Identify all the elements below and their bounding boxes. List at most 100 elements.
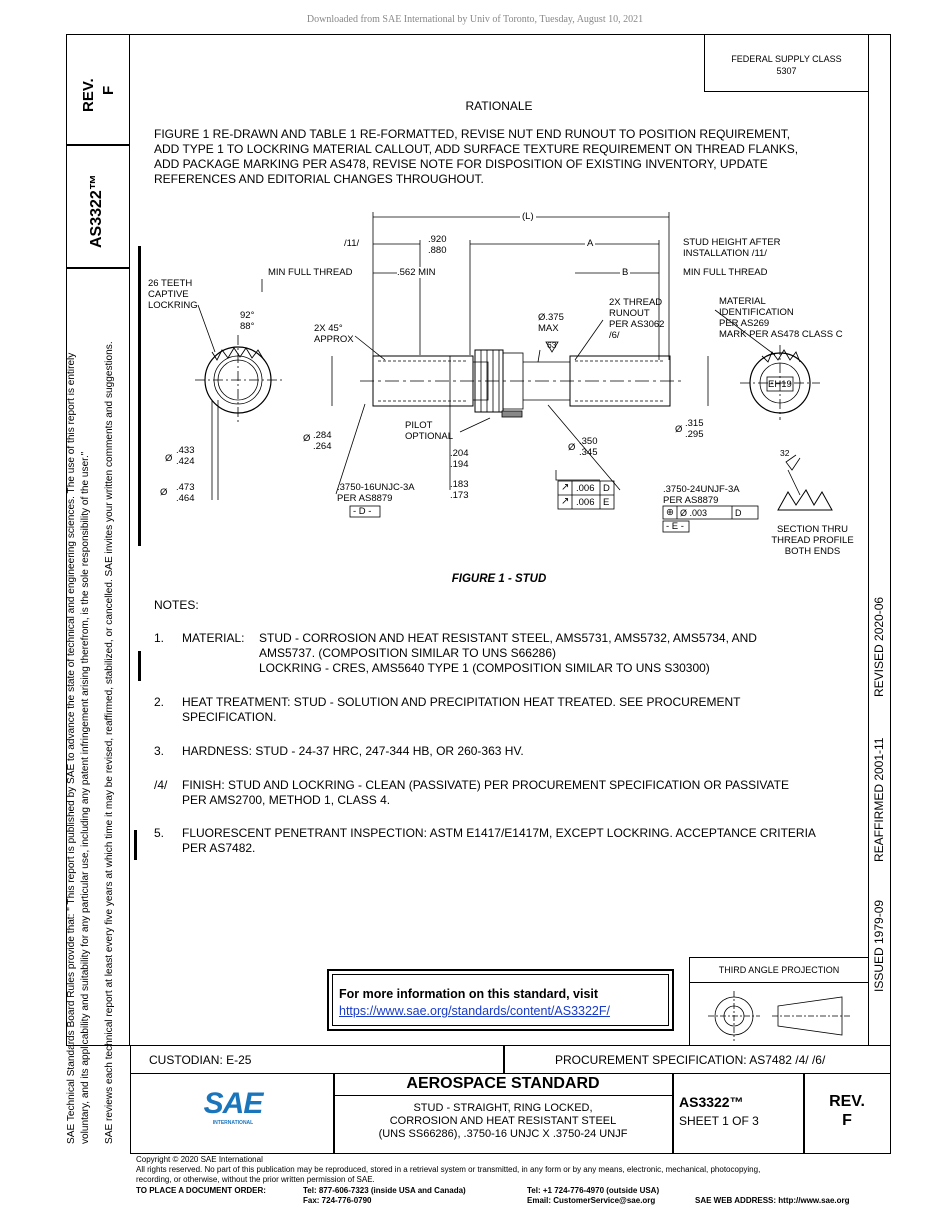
doc-number: AS3322™ [679, 1094, 744, 1110]
note5-line2: PER AS7482. [182, 841, 256, 855]
datum-E: - E - [666, 521, 684, 532]
note5-line1: FLUORESCENT PENETRANT INSPECTION: ASTM E… [182, 826, 816, 840]
dia-350-345: .350.345 [579, 436, 598, 458]
rights-line1: All rights reserved. No part of this pub… [136, 1165, 761, 1174]
rationale-line4: REFERENCES AND EDITORIAL CHANGES THROUGH… [154, 172, 484, 186]
rationale-line2: ADD TYPE 1 TO LOCKRING MATERIAL CALLOUT,… [154, 142, 799, 156]
angle-92: 92° [240, 310, 255, 321]
note1-num: 1. [154, 631, 165, 645]
note3-num: 3. [154, 744, 165, 758]
notes-header: NOTES: [154, 598, 199, 612]
runout-arrow-1: ↗ [561, 482, 570, 493]
download-notice: Downloaded from SAE International by Uni… [306, 14, 644, 25]
rights-line2: recording, or otherwise, without the pri… [136, 1175, 375, 1184]
rationale-line1: FIGURE 1 RE-DRAWN AND TABLE 1 RE-FORMATT… [154, 127, 791, 141]
tol-006-E: .006 [576, 497, 595, 508]
stud-height-2: INSTALLATION /11/ [683, 248, 767, 259]
position-icon: ⊕ [666, 507, 674, 518]
roughness-32: 32 [780, 448, 790, 458]
federal-supply-class: 5307 [776, 66, 797, 76]
title-block-row2: SAE INTERNATIONAL AEROSPACE STANDARD STU… [130, 1074, 891, 1154]
note4-num: /4/ [154, 778, 168, 792]
eh19-mark: EH19 [768, 379, 792, 390]
datum-ref-D: D [603, 483, 610, 494]
note4-line2: PER AMS2700, METHOD 1, CLASS 4. [182, 793, 391, 807]
doc-description: STUD - STRAIGHT, RING LOCKED,CORROSION A… [378, 1102, 628, 1140]
min-full-thread-left: MIN FULL THREAD [268, 267, 353, 278]
sheet-number: SHEET 1 OF 3 [679, 1114, 759, 1128]
sae-logo: SAE INTERNATIONAL [203, 1087, 264, 1127]
note1-line3: LOCKRING - CRES, AMS5640 TYPE 1 (COMPOSI… [259, 661, 710, 675]
note1-label: MATERIAL: [182, 631, 245, 645]
procurement-spec: PROCUREMENT SPECIFICATION: AS7482 /4/ /6… [555, 1053, 826, 1067]
dim-L: (L) [520, 211, 536, 222]
fax: Fax: 724-776-0790 [303, 1196, 372, 1205]
right-column [868, 34, 891, 1046]
left-divider [66, 267, 130, 269]
doc-heading: AEROSPACE STANDARD [406, 1075, 600, 1092]
dia-473-464: .473.464 [176, 482, 195, 504]
dim-A: A [585, 238, 596, 249]
title-block-row1: CUSTODIAN: E-25 PROCUREMENT SPECIFICATIO… [130, 1046, 891, 1074]
dim-183-173: .183.173 [450, 479, 469, 501]
position-tol: Ø .003 [680, 508, 708, 518]
note2-num: 2. [154, 695, 165, 709]
dim-920: .920 [428, 234, 447, 245]
federal-supply-box: FEDERAL SUPPLY CLASS 5307 [704, 34, 868, 92]
tel-inside: Tel: 877-606-7323 (inside USA and Canada… [303, 1186, 466, 1195]
note2-line2: SPECIFICATION. [182, 710, 277, 724]
dia-433-424: .433.424 [176, 445, 195, 467]
web-address: SAE WEB ADDRESS: http://www.sae.org [695, 1196, 850, 1205]
dia-315-295: .315.295 [685, 418, 704, 440]
standard-link[interactable]: https://www.sae.org/standards/content/AS… [339, 1004, 610, 1018]
copyright: Copyright © 2020 SAE International [136, 1155, 263, 1164]
issued-date: ISSUED 1979-09 [872, 899, 886, 992]
info-box: For more information on this standard, v… [327, 969, 674, 1031]
stud-figure [195, 212, 833, 533]
note2-line1: HEAT TREATMENT: STUD - SOLUTION AND PREC… [182, 695, 741, 709]
change-bar [134, 830, 137, 860]
note5-num: 5. [154, 826, 165, 840]
left-column [66, 34, 130, 1046]
datum-ref-E: E [603, 497, 610, 508]
projection-label: THIRD ANGLE PROJECTION [690, 958, 868, 983]
dim-562: .562 MIN [397, 267, 436, 278]
dia-sym-433: Ø [165, 453, 173, 464]
rev-block: REV.F [829, 1093, 865, 1129]
roughness-63: 63 [547, 340, 557, 350]
figure-caption: FIGURE 1 - STUD [451, 573, 547, 585]
dia-sym-473: Ø [160, 487, 168, 498]
dia-284-264: .284.264 [313, 430, 332, 452]
stud-height-1: STUD HEIGHT AFTER [683, 237, 781, 248]
tel-outside: Tel: +1 724-776-4970 (outside USA) [527, 1186, 660, 1195]
dia-sym-284: Ø [303, 433, 311, 444]
custodian: CUSTODIAN: E-25 [149, 1053, 252, 1067]
reaffirmed-date: REAFFIRMED 2001-11 [872, 737, 886, 862]
page-frame [66, 34, 891, 1046]
note1-line2: AMS5737. (COMPOSITION SIMILAR TO UNS S66… [259, 646, 556, 660]
chamfer-note: 2X 45°APPROX [314, 323, 354, 345]
note4-line1: FINISH: STUD AND LOCKRING - CLEAN (PASSI… [182, 778, 789, 792]
rationale-line3: ADD PACKAGE MARKING PER AS478, REVISE NO… [154, 157, 768, 171]
rationale-title: RATIONALE [465, 99, 533, 113]
change-bar [138, 246, 141, 546]
datum-D: - D - [353, 506, 372, 517]
note3-line1: HARDNESS: STUD - 24-37 HRC, 247-344 HB, … [182, 744, 524, 758]
email: Email: CustomerService@sae.org [527, 1196, 656, 1205]
dim-880: .880 [428, 245, 447, 256]
projection-box: THIRD ANGLE PROJECTION [689, 957, 868, 1046]
projection-symbol-icon [708, 991, 850, 1041]
runout-arrow-2: ↗ [561, 496, 570, 507]
ref-11: /11/ [344, 238, 360, 249]
info-text: For more information on this standard, v… [339, 987, 599, 1001]
dim-204-194: .204.194 [450, 448, 469, 470]
tol-006-D: .006 [576, 483, 595, 494]
order-label: TO PLACE A DOCUMENT ORDER: [136, 1186, 266, 1195]
